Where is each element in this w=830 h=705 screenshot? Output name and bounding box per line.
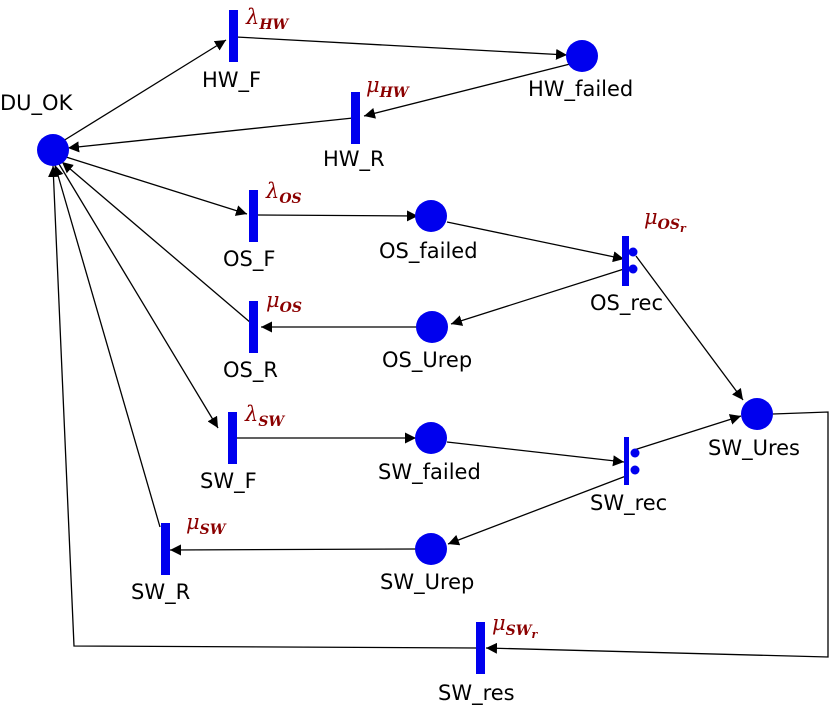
transition-os-rec[interactable] (622, 236, 629, 286)
rate-sw-r: μSW (186, 510, 227, 538)
arc-hwf-hwfailed (235, 36, 568, 60)
place-hw-failed[interactable] (566, 40, 598, 72)
places (37, 40, 773, 565)
rate-labels: λHW μHW λOS μOS μOSr λSW μSW μSWr (186, 5, 687, 641)
place-labels: DU_OK HW_failed OS_failed OS_Urep SW_fai… (0, 77, 800, 595)
arc-swures-swres (485, 411, 829, 658)
label-hw-r: HW_R (323, 147, 385, 172)
label-sw-f: SW_F (200, 469, 257, 494)
label-os-rec: OS_rec (590, 291, 663, 316)
rate-sw-res: μSWr (492, 611, 539, 641)
transitions (161, 10, 640, 674)
arc-duok-osf (65, 156, 248, 216)
transition-hw-r[interactable] (351, 92, 360, 144)
os-rec-guard-dot-2 (628, 264, 638, 274)
label-hw-f: HW_F (202, 68, 261, 93)
arc-swres-duok (47, 165, 477, 649)
arc-swfailed-swrec (446, 441, 625, 467)
arc-swurep-swr (169, 544, 417, 556)
transition-sw-r[interactable] (161, 523, 170, 575)
arc-osf-osfailed (257, 210, 419, 222)
place-os-failed[interactable] (415, 200, 447, 232)
arcs (47, 36, 829, 658)
transition-os-r[interactable] (249, 301, 258, 353)
arc-swr-duok (52, 164, 161, 528)
transition-sw-res[interactable] (476, 622, 485, 674)
rate-sw-f: λSW (244, 402, 285, 430)
arc-duok-swf (58, 163, 219, 429)
transition-labels: HW_F HW_R OS_F OS_R OS_rec SW_F SW_rec S… (131, 68, 667, 705)
place-sw-failed[interactable] (415, 422, 447, 454)
transition-os-f[interactable] (249, 190, 258, 242)
arc-swrec-swures (633, 414, 742, 451)
label-sw-ures: SW_Ures (708, 436, 800, 461)
label-du-ok: DU_OK (0, 91, 74, 116)
label-sw-failed: SW_failed (378, 460, 481, 485)
transition-hw-f[interactable] (229, 10, 238, 62)
label-sw-res: SW_res (438, 681, 515, 705)
arc-hwfailed-hwr (363, 62, 575, 119)
label-os-r: OS_R (223, 358, 278, 383)
rate-os-f: λOS (265, 179, 302, 207)
place-du-ok[interactable] (37, 134, 69, 166)
arc-osfailed-osrec (446, 221, 625, 263)
sw-rec-guard-dot-1 (630, 448, 640, 458)
arc-osrec-osurep (450, 268, 625, 326)
label-hw-failed: HW_failed (528, 77, 633, 102)
label-os-urep: OS_Urep (382, 348, 472, 373)
transition-sw-f[interactable] (228, 412, 237, 464)
arc-osr-duok (61, 161, 252, 324)
rate-hw-f: λHW (245, 5, 290, 33)
label-os-f: OS_F (223, 247, 275, 272)
transition-sw-rec[interactable] (624, 437, 629, 485)
label-sw-rec: SW_rec (590, 491, 667, 516)
arc-hwr-duok (67, 117, 354, 153)
arc-osrec-swures (635, 255, 744, 401)
arc-swrec-swurep (447, 475, 627, 546)
sw-rec-guard-dot-2 (630, 465, 640, 475)
rate-os-r: μOS (266, 288, 302, 316)
place-sw-ures[interactable] (741, 398, 773, 430)
rate-hw-r: μHW (366, 73, 410, 101)
label-sw-urep: SW_Urep (380, 570, 474, 595)
place-sw-urep[interactable] (415, 533, 447, 565)
label-sw-r: SW_R (131, 580, 190, 605)
os-rec-guard-dot-1 (628, 247, 638, 257)
label-os-failed: OS_failed (379, 239, 478, 264)
arc-duok-hwf (62, 39, 227, 142)
rate-os-rec: μOSr (644, 205, 687, 235)
place-os-urep[interactable] (416, 311, 448, 343)
